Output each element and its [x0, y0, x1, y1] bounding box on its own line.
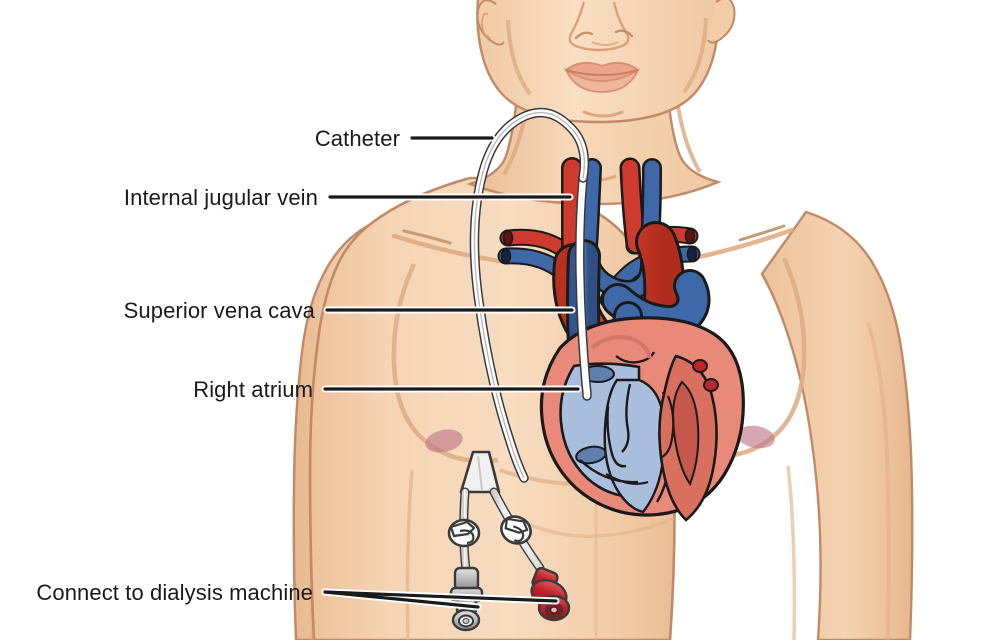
subclavian-vein-right-lumen [500, 248, 512, 264]
clavicle-right [391, 233, 509, 265]
jaw-shadow-left [682, 17, 708, 94]
clavicle-notch-right [402, 229, 452, 245]
subclavian-artery-left-lumen [684, 228, 696, 244]
nostril-right [574, 31, 594, 40]
label-layer: Catheter Internal jugular vein Superior … [36, 126, 582, 611]
nipple-left [737, 425, 775, 449]
clamp-arterial [500, 515, 532, 545]
label-catheter[interactable]: Catheter [315, 126, 496, 151]
nostril-left [614, 29, 634, 38]
internal-jugular-vein-right-fill [580, 160, 600, 256]
label-right-atrium-text: Right atrium [193, 377, 313, 402]
lower-lip [563, 67, 641, 93]
heart-and-great-vessels [497, 157, 745, 522]
label-right-atrium[interactable]: Right atrium [193, 377, 582, 402]
flank-right [405, 469, 414, 640]
label-superior-vena-cava-text: Superior vena cava [124, 298, 316, 323]
tricuspid-valve [621, 383, 632, 453]
subclavian-vein-left-lumen [686, 246, 698, 262]
subclavian-artery-right-lumen [502, 230, 514, 246]
label-superior-vena-cava[interactable]: Superior vena cava [124, 298, 576, 323]
bifurcation-hub-highlight [477, 455, 483, 491]
catheter-intravascular [576, 174, 591, 400]
apex-trabeculae [605, 473, 649, 485]
ear-left [707, 0, 736, 44]
label-internal-jugular-vein-text: Internal jugular vein [124, 185, 318, 210]
mitral-chordae [659, 395, 675, 460]
dialysis-catheter [447, 107, 592, 632]
pectoral-left [703, 257, 807, 459]
leader-line-dialysis-arterial [323, 590, 558, 603]
coronary-vessel-a [692, 359, 708, 373]
clamp-venous [447, 518, 481, 548]
body-figure [292, 0, 914, 640]
label-connect-to-dialysis-machine-text: Connect to dialysis machine [36, 580, 313, 605]
ear-right-inner [481, 12, 491, 39]
jaw-shadow-right [506, 19, 532, 96]
coronary-vessel-b [703, 378, 719, 392]
label-internal-jugular-vein[interactable]: Internal jugular vein [124, 185, 574, 210]
chin-crease [582, 110, 624, 118]
nipple-right [425, 429, 463, 453]
papillary-muscle [606, 405, 627, 468]
label-catheter-text: Catheter [315, 126, 400, 151]
catheter-lumen-line [473, 111, 586, 479]
aortic-root [590, 335, 652, 359]
flank-left [786, 465, 797, 640]
carotid-artery-left-fill [622, 160, 644, 252]
mouth-line [565, 69, 639, 76]
clavicle-notch-left [738, 224, 786, 242]
left-arm-shadow [866, 321, 891, 640]
label-connect-to-dialysis-machine[interactable]: Connect to dialysis machine [36, 580, 560, 611]
nose-tip [591, 41, 619, 46]
atrial-floor [579, 459, 639, 484]
